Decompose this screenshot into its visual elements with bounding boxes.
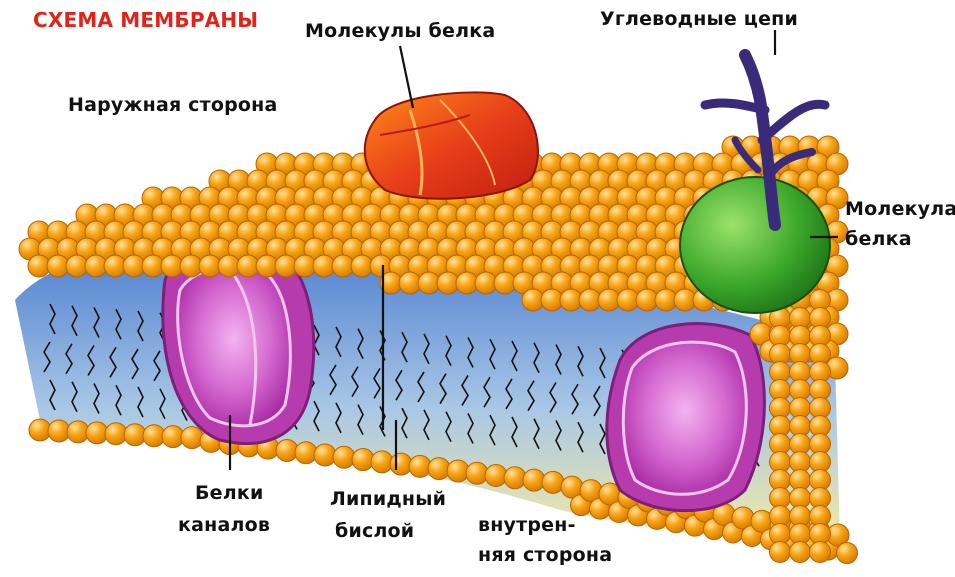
label-channel-proteins-line2: каналов: [178, 512, 270, 538]
lipid-head-icon: [447, 460, 469, 482]
lipid-head-icon: [466, 462, 488, 484]
label-inner-side-line2: няя сторона: [478, 542, 612, 568]
lipid-head-icon: [523, 469, 545, 491]
label-lipid-bilayer-line2: бислой: [335, 518, 414, 544]
lipid-head-icon: [409, 455, 431, 477]
label-channel-proteins-line1: Белки: [195, 480, 264, 506]
label-protein-molecule-line1: Молекула: [845, 196, 955, 222]
lipid-head-icon: [371, 451, 393, 473]
label-protein-molecule-line2: белка: [845, 226, 912, 252]
lipid-head-icon: [295, 442, 317, 464]
lipid-head-icon: [770, 542, 791, 563]
label-lipid-bilayer-line1: Липидный: [330, 486, 446, 512]
lipid-head-icon: [485, 465, 507, 487]
lipid-head-icon: [790, 542, 811, 563]
channel-protein-icon: [607, 324, 765, 511]
lipid-head-icon: [810, 542, 831, 563]
label-protein-molecules: Молекулы белка: [305, 18, 495, 44]
lipid-head-icon: [181, 427, 203, 449]
label-outer-side: Наружная сторона: [68, 92, 278, 118]
lipid-head-icon: [504, 467, 526, 489]
lipid-head-icon: [352, 449, 374, 471]
label-inner-side-line1: внутрен-: [478, 512, 576, 538]
lipid-head-icon: [333, 446, 355, 468]
lipid-head-icon: [276, 439, 298, 461]
lipid-head-icon: [314, 444, 336, 466]
diagram-title: СХЕМА МЕМБРАНЫ: [33, 7, 258, 33]
lipid-head-icon: [837, 543, 858, 564]
lipid-head-icon: [542, 471, 564, 493]
surface-protein-icon: [365, 92, 538, 198]
surface-protein-icon: [680, 177, 830, 313]
lipid-head-icon: [390, 453, 412, 475]
label-carbohydrate-chains: Углеводные цепи: [600, 6, 798, 32]
lipid-head-icon: [428, 458, 450, 480]
